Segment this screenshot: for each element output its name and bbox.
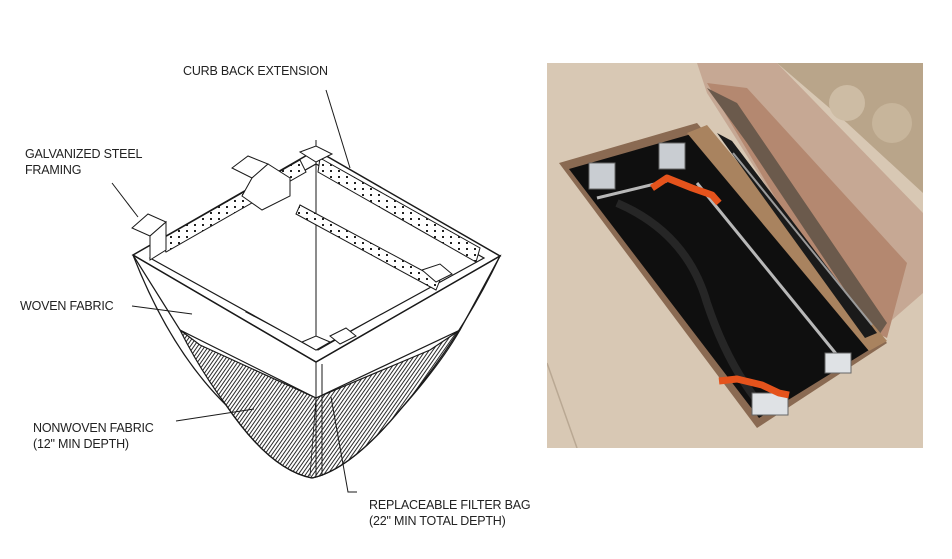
label-nonwoven-fabric: NONWOVEN FABRIC (12" MIN DEPTH) bbox=[33, 420, 154, 452]
label-woven-fabric: WOVEN FABRIC bbox=[20, 299, 114, 313]
orange-handle-top bbox=[650, 174, 722, 206]
label-galvanized-steel-framing: GALVANIZED STEEL FRAMING bbox=[25, 146, 142, 178]
label-curb-back-extension: CURB BACK EXTENSION bbox=[183, 64, 328, 78]
leader-woven bbox=[131, 305, 193, 315]
orange-handle-bottom bbox=[718, 375, 790, 399]
installed-filter-photo bbox=[547, 63, 923, 448]
bracket-right bbox=[421, 263, 453, 283]
framing-rail-mid bbox=[295, 204, 441, 291]
label-nonwoven-line1: NONWOVEN FABRIC bbox=[33, 421, 154, 435]
label-replaceable-filter-bag: REPLACEABLE FILTER BAG (22" MIN TOTAL DE… bbox=[369, 497, 531, 529]
photo-illustration bbox=[547, 63, 923, 448]
leader-nonwoven bbox=[175, 408, 255, 422]
framing-rail-right bbox=[317, 157, 481, 263]
bracket-corner bbox=[298, 145, 334, 163]
label-nonwoven-line2: (12" MIN DEPTH) bbox=[33, 437, 129, 451]
leader-galvanized bbox=[111, 182, 139, 218]
nonwoven-fabric-bottom bbox=[179, 329, 461, 479]
label-galvanized-line1: GALVANIZED STEEL bbox=[25, 147, 143, 161]
leader-filter-bag bbox=[330, 396, 357, 493]
leader-curb-back bbox=[325, 89, 351, 169]
label-filter-bag-line1: REPLACEABLE FILTER BAG bbox=[369, 498, 531, 512]
label-filter-bag-line2: (22" MIN TOTAL DEPTH) bbox=[369, 514, 506, 528]
bracket-inner bbox=[300, 335, 332, 351]
label-galvanized-line2: FRAMING bbox=[25, 163, 82, 177]
